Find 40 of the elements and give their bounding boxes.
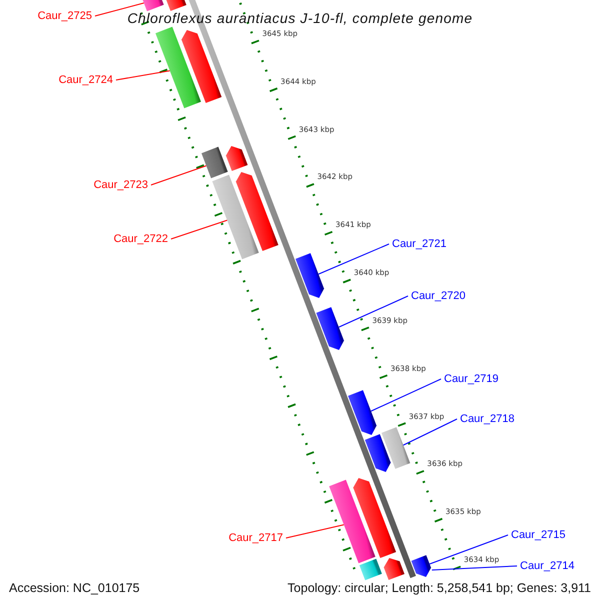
gene-label: Caur_2719 [444, 372, 498, 386]
leader-line [338, 296, 408, 328]
leader-line [116, 70, 170, 80]
gene-label: Caur_2723 [94, 178, 148, 192]
leader-line [431, 566, 518, 570]
leader-line [402, 418, 458, 446]
gene-label: Caur_2714 [520, 559, 574, 573]
gene-block [155, 26, 202, 108]
gene-label: Caur_2724 [58, 73, 113, 87]
gene-bar [316, 307, 344, 350]
gene-label: Caur_2720 [411, 289, 466, 303]
gene-label: Caur_2721 [392, 237, 446, 251]
leader-line [318, 244, 390, 275]
gene-label: Caur_2717 [228, 531, 283, 545]
gene-label: Caur_2718 [460, 412, 514, 426]
leader-line [370, 378, 442, 412]
gene-label: Caur_2722 [114, 232, 168, 246]
gene-bar [236, 172, 278, 252]
gene-block [201, 146, 228, 178]
gene-label: Caur_2725 [38, 9, 92, 23]
leader-line [170, 220, 228, 240]
gene-block [329, 480, 376, 564]
gene-bar [296, 253, 324, 298]
gene-bar [384, 558, 404, 580]
accession-text: Accession: NC_010175 [9, 580, 140, 596]
leader-line [429, 534, 508, 564]
leader-line [94, 2, 144, 16]
gene-bar [348, 390, 377, 435]
gene-bar [226, 146, 248, 172]
gene-block [212, 174, 259, 260]
gene-bar [164, 0, 186, 12]
leader-line [150, 165, 207, 186]
gene-block [381, 427, 410, 469]
diagram-title: Chloroflexus aurantiacus J-10-fl, complete genome [127, 10, 473, 26]
gene-bar [181, 30, 222, 104]
gene-label: Caur_2715 [511, 528, 566, 542]
genome-info-text: Topology: circular; Length: 5,258,541 bp; Genes: 3,911 [288, 580, 591, 596]
gene-bar [411, 555, 432, 577]
gene-bar [364, 434, 391, 472]
leader-line [286, 524, 344, 538]
